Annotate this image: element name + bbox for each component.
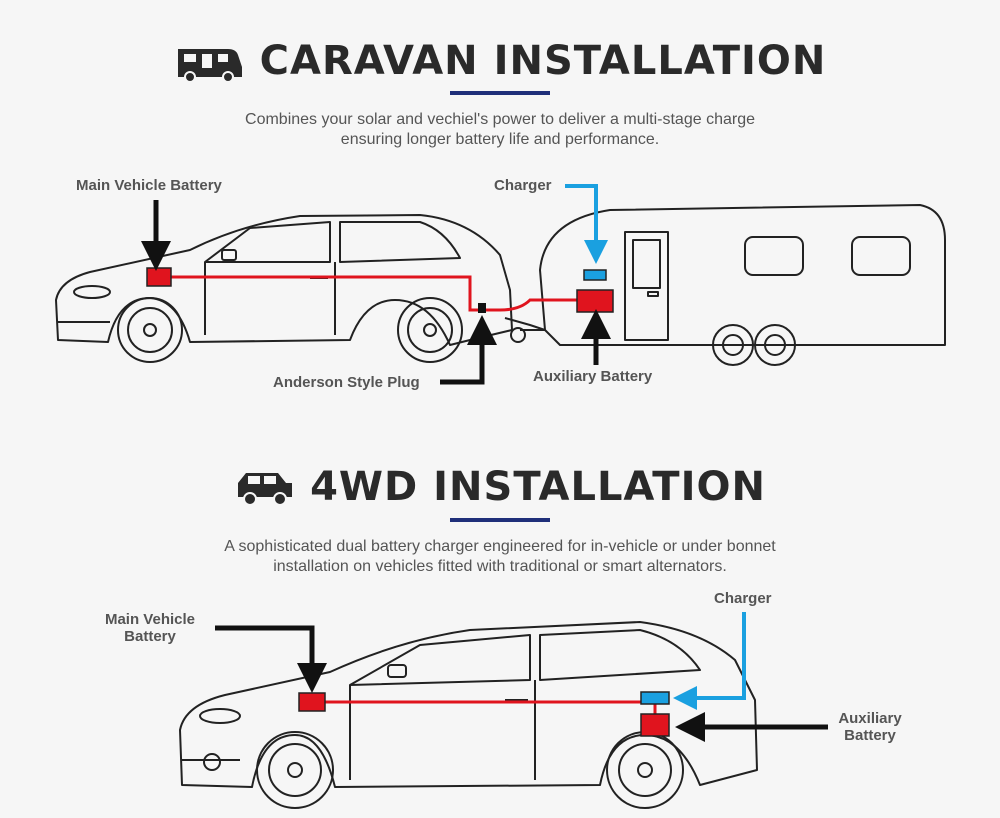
fourwd-wiring bbox=[312, 700, 657, 722]
fourwd-desc-line2: installation on vehicles fitted with tra… bbox=[273, 558, 727, 575]
car-outline-bottom bbox=[179, 621, 758, 809]
label-4wd-charger: Charger bbox=[714, 590, 772, 607]
caravan-heading: CARAVAN INSTALLATION bbox=[0, 36, 1000, 86]
caravan-outline bbox=[520, 204, 946, 366]
label-4wd-main-vehicle-battery: Main Vehicle Battery bbox=[92, 611, 208, 645]
label-4wd-aux-line2: Battery bbox=[844, 727, 896, 744]
caravan-title-rule bbox=[450, 91, 550, 95]
caravan-wiring bbox=[160, 275, 580, 312]
caravan-desc-line1: Combines your solar and vechiel's power … bbox=[245, 111, 755, 128]
label-charger: Charger bbox=[494, 177, 552, 194]
caravan-title: CARAVAN INSTALLATION bbox=[259, 38, 827, 84]
label-auxiliary-battery: Auxiliary Battery bbox=[533, 368, 653, 385]
caravan-icon bbox=[177, 49, 242, 83]
fourwd-heading: 4WD INSTALLATION bbox=[0, 462, 1000, 512]
label-4wd-main-line2: Battery bbox=[124, 628, 176, 645]
fourwd-title-rule bbox=[450, 518, 550, 522]
anderson-plug-marker bbox=[478, 303, 486, 313]
fourwd-description: A sophisticated dual battery charger eng… bbox=[0, 537, 1000, 577]
fourwd-desc-line1: A sophisticated dual battery charger eng… bbox=[224, 538, 776, 555]
fourwd-title: 4WD INSTALLATION bbox=[310, 464, 766, 510]
label-anderson-style-plug: Anderson Style Plug bbox=[273, 374, 420, 391]
pointer-anderson-plug bbox=[440, 315, 497, 385]
main-battery-marker bbox=[146, 267, 172, 287]
label-4wd-main-line1: Main Vehicle bbox=[104, 611, 196, 628]
label-4wd-auxiliary-battery: Auxiliary Battery bbox=[830, 710, 910, 744]
charger-marker bbox=[583, 269, 607, 281]
car-outline-top bbox=[55, 214, 546, 363]
pointer-charger bbox=[565, 184, 608, 264]
caravan-description: Combines your solar and vechiel's power … bbox=[0, 110, 1000, 150]
pointer-4wd-charger bbox=[673, 612, 746, 710]
caravan-desc-line2: ensuring longer battery life and perform… bbox=[340, 131, 660, 148]
label-4wd-aux-line1: Auxiliary bbox=[838, 710, 902, 727]
4wd-icon bbox=[238, 473, 293, 506]
4wd-charger-marker bbox=[640, 691, 670, 705]
pointer-4wd-main-battery bbox=[215, 625, 327, 693]
aux-battery-marker bbox=[576, 289, 614, 313]
4wd-aux-battery-marker bbox=[640, 713, 670, 737]
4wd-main-battery-marker bbox=[298, 692, 326, 712]
label-main-vehicle-battery: Main Vehicle Battery bbox=[76, 177, 222, 194]
